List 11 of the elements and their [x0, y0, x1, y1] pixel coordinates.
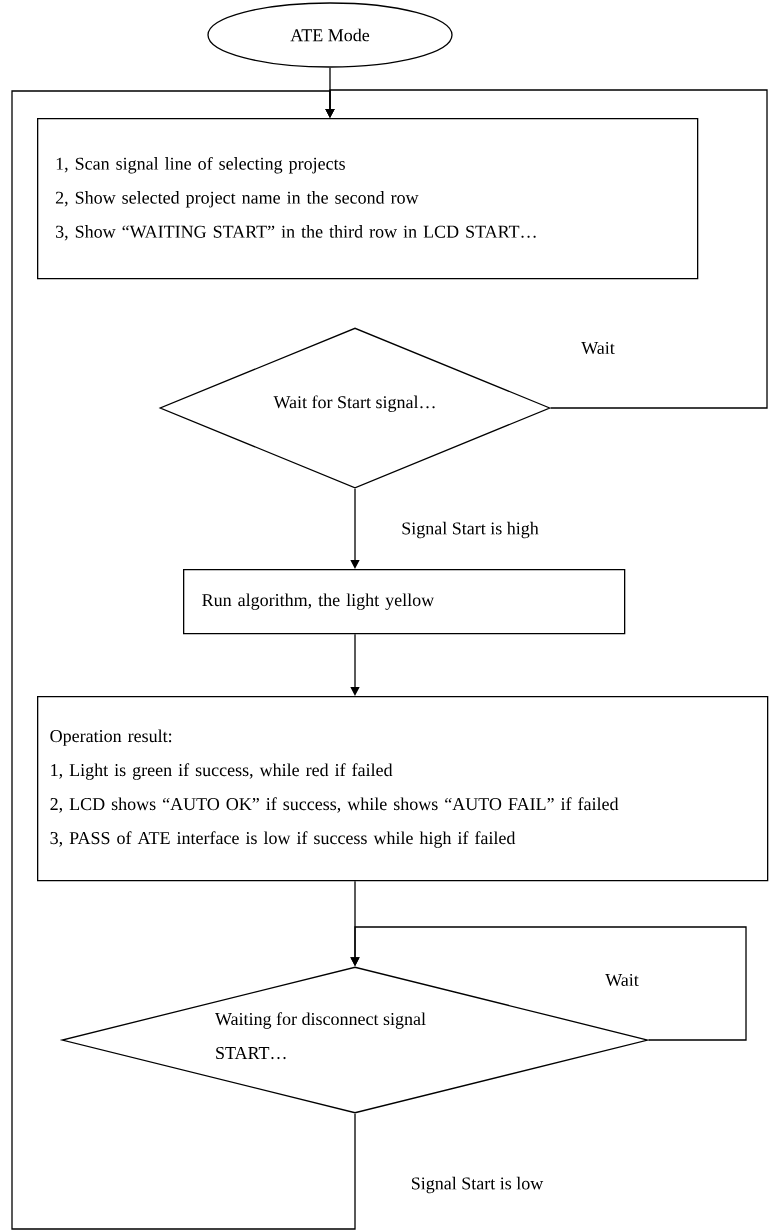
edge-label: Wait [579, 339, 617, 357]
arrow [350, 926, 747, 1041]
edge-label: Signal Start is high [399, 519, 541, 541]
arrow [11, 90, 356, 1230]
arrow [350, 488, 360, 569]
process-box: Run algorithm, the light yellow [183, 569, 626, 635]
process-box: 1, Scan signal line of selecting projects 2, Show selected project name in the second row 3, Show “WAITING START” in the third row in LCD START… [37, 118, 699, 280]
arrow [350, 633, 360, 696]
edge-label: Wait [603, 971, 641, 989]
edge-label: Signal Start is low [408, 1174, 546, 1196]
process-box: Operation result: 1, Light is green if success, while red if failed 2, LCD shows “AUTO OK” if success, while shows “AUTO FAIL” if failed 3, PASS of ATE interface is low if success while high if failed [37, 696, 769, 882]
